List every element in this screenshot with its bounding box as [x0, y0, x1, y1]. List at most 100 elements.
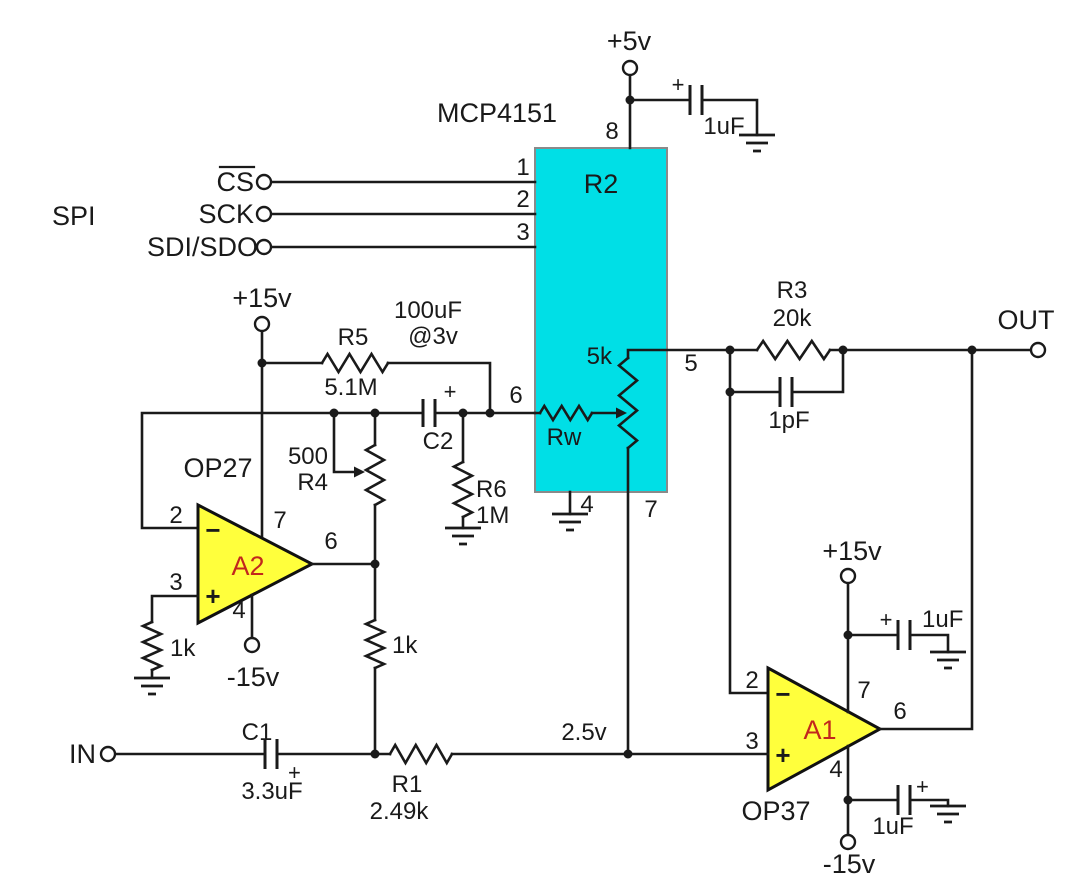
cap-plates-icon: [896, 785, 912, 815]
r1-ref-label: R1: [392, 771, 423, 798]
cap-plates-icon: [263, 739, 279, 769]
a1-pin2-label: 2: [745, 667, 758, 694]
a2-pin7-label: 7: [273, 507, 286, 534]
a2-minus-sign: −: [205, 515, 220, 545]
resistor-zigzag: [362, 618, 388, 670]
a2-ref-label: A2: [231, 551, 264, 581]
chip-pin7-label: 7: [644, 496, 657, 523]
cap-polarity-plus: +: [672, 72, 685, 97]
bias-voltage-label: 2.5v: [561, 719, 606, 746]
supply-15v-a2-label: +15v: [232, 283, 292, 313]
ground-icon: [739, 133, 775, 153]
c-a1-vp-value-label: 1uF: [922, 606, 963, 633]
input-network: IN C1 + 3.3uF R1 2.49k 2.5v: [69, 719, 770, 825]
c2-value-label: 100uF: [394, 297, 462, 324]
r3-value-label: 20k: [773, 305, 813, 332]
junction-dot: [458, 408, 468, 418]
terminal-circle: [243, 636, 261, 654]
chip-ref-label: R2: [584, 169, 619, 199]
ground-icon: [930, 804, 966, 824]
wire: [846, 581, 950, 714]
junction-dot: [843, 795, 853, 805]
cap-polarity-plus: +: [916, 774, 929, 799]
terminal-circle: [839, 833, 857, 851]
c2-ref-label: C2: [423, 428, 454, 455]
c2-note-label: @3v: [408, 323, 458, 350]
r4-value-label: 500: [288, 443, 328, 470]
junction-dot: [725, 345, 735, 355]
ground-icon: [445, 526, 481, 546]
junction-dot: [370, 749, 380, 759]
r3-ref-label: R3: [777, 277, 808, 304]
terminal-circle: [255, 205, 273, 223]
a2-pin2-label: 2: [169, 502, 182, 529]
r4-ref-label: R4: [297, 469, 328, 496]
opamp-a2: OP27 A2 − + 2 3 7 6 4 1k 1k -15v: [134, 453, 418, 756]
chip-pin8-label: 8: [605, 118, 618, 145]
wire: [332, 411, 356, 474]
cs-signal-label: CS: [216, 167, 254, 197]
resistor-zigzag: [363, 443, 387, 507]
out-port-label: OUT: [998, 305, 1055, 335]
opamp-triangle: [766, 665, 884, 793]
terminal-circle: [621, 59, 639, 77]
resistor-zigzag: [388, 742, 454, 766]
r1-value-label: 2.49k: [370, 798, 430, 825]
r6-value-label: 1M: [476, 502, 509, 529]
cap-plates-icon: [896, 620, 912, 650]
wire: [878, 348, 974, 731]
junction-dot: [725, 387, 735, 397]
r-a2-gnd-value-label: 1k: [170, 635, 196, 662]
in-port-label: IN: [69, 739, 96, 769]
c-a1-vm-value-label: 1uF: [872, 813, 913, 840]
pot-resistor-zigzag: [616, 356, 640, 450]
chip-pin3-label: 3: [516, 219, 529, 246]
wire: [628, 98, 759, 137]
chip-pin5-label: 5: [684, 350, 697, 377]
cap-polarity-plus: +: [288, 760, 301, 785]
supply-5v-label: +5v: [607, 26, 652, 56]
a1-plus-sign: +: [775, 740, 790, 770]
a2-pin3-label: 3: [169, 569, 182, 596]
r5-ref-label: R5: [338, 324, 369, 351]
wiper-arrow-icon: [616, 407, 627, 419]
junction-dot: [843, 630, 853, 640]
wire: [260, 361, 492, 415]
junction-dot: [838, 345, 848, 355]
terminal-circle: [1029, 341, 1047, 359]
resistor-zigzag: [451, 460, 475, 519]
cap-plates-icon: [421, 399, 437, 427]
terminal-circle: [839, 567, 857, 585]
a2-pin4-label: 4: [232, 597, 245, 624]
cap-value-label: 1uF: [703, 113, 744, 140]
opamp-a1: +15v + 1uF + 1uF -15v A1 OP37 − + 2 3 7 …: [741, 348, 974, 879]
ground-icon: [134, 676, 170, 696]
junction-dot: [370, 408, 380, 418]
supply-m15v-a1-label: -15v: [823, 849, 876, 879]
c1-value-label: 3.3uF: [241, 778, 302, 805]
wire: [728, 348, 845, 394]
a1-minus-sign: −: [775, 679, 790, 709]
terminal-circle: [255, 173, 273, 191]
wire: [140, 411, 425, 530]
junction-dot: [329, 408, 339, 418]
a2-pin6-label: 6: [324, 528, 337, 555]
wire: [728, 348, 770, 695]
r6-ref-label: R6: [476, 476, 507, 503]
wiper-resistor-zigzag: [538, 403, 594, 423]
wire: [846, 744, 950, 837]
supply-15v-a1-label: +15v: [822, 536, 882, 566]
terminal-circle: [99, 745, 117, 763]
a2-part-label: OP27: [183, 453, 252, 483]
a1-pin3-label: 3: [745, 728, 758, 755]
resistor-zigzag: [320, 351, 390, 375]
wiper-arrow-icon: [354, 466, 365, 478]
junction-dot: [485, 408, 495, 418]
junction-dot: [257, 358, 267, 368]
mcp4151-chip: MCP4151 R2 5k Rw 1 2 3 4 5 6 7 8: [437, 98, 698, 523]
chip-pin2-label: 2: [516, 186, 529, 213]
wiper-label: Rw: [547, 424, 582, 451]
junction-dot: [625, 95, 635, 105]
